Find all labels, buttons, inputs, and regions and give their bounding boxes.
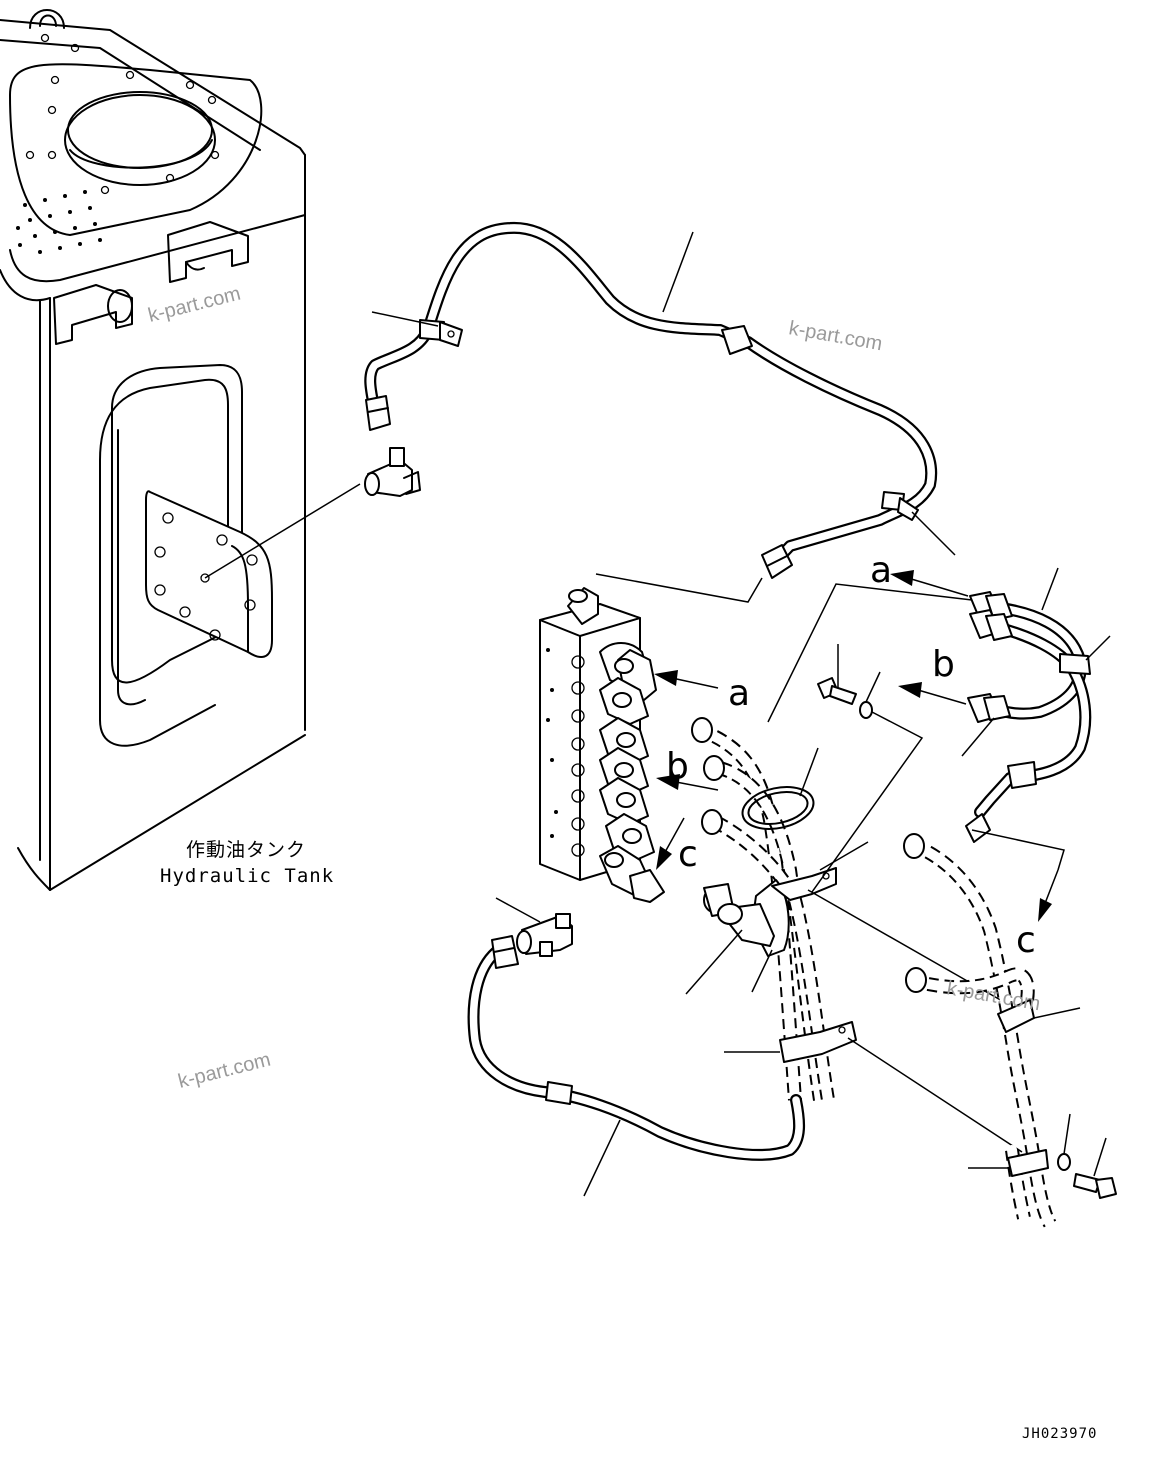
leader-right-clamp xyxy=(911,511,956,556)
bolt-washer-upper xyxy=(811,644,924,893)
leader-right-lower-hose xyxy=(961,717,995,757)
tank-label-japanese: 作動油タンク xyxy=(186,839,306,861)
callout-b-right: b xyxy=(932,644,955,685)
bundle-clamp-lower xyxy=(724,1021,1023,1153)
callout-b-left: b xyxy=(666,746,689,787)
leader-lower-hose xyxy=(583,1119,621,1197)
tank-mounting-bracket xyxy=(53,221,249,345)
tank-bolt-holes xyxy=(25,33,220,195)
callout-a-left: a xyxy=(728,673,750,714)
right-hose-assembly xyxy=(965,591,1092,843)
tank-vent-pattern xyxy=(16,190,102,254)
callout-c-left: c xyxy=(678,834,698,875)
tank-tee-fitting xyxy=(204,447,421,579)
leader-upper-clamp xyxy=(371,311,439,327)
leader-flange-clip-2 xyxy=(751,949,773,993)
drawing-code: JH023970 xyxy=(1022,1426,1097,1442)
flange-clip xyxy=(717,879,790,957)
lower-drain-hose xyxy=(467,935,806,1161)
leader-right-clamp-b xyxy=(1085,635,1111,661)
watermark-2: k-part.com xyxy=(787,317,884,355)
right-dashed-hose xyxy=(903,833,1057,1229)
bolt-washer-lower xyxy=(1057,1113,1117,1199)
connector-c-line xyxy=(971,829,1065,871)
direction-arrows xyxy=(654,570,1059,922)
leader-valve-to-hose xyxy=(595,573,763,603)
leader-o-ring xyxy=(799,747,819,797)
leader-right-hose xyxy=(1041,567,1059,611)
connector-a-line xyxy=(767,583,973,723)
o-ring xyxy=(741,786,815,830)
control-valve-block xyxy=(539,587,665,903)
leader-upper-hose xyxy=(662,231,694,313)
upper-return-hose xyxy=(364,221,938,579)
leader-right-clamp-c xyxy=(1033,1007,1081,1019)
watermark-1: k-part.com xyxy=(146,283,243,327)
valve-elbow-fittings xyxy=(599,642,665,903)
tank-label-english: Hydraulic Tank xyxy=(160,865,334,887)
lower-tee-fitting xyxy=(495,897,573,957)
tank-flange-plate xyxy=(145,490,273,658)
callout-a-right: a xyxy=(870,550,892,591)
callout-c-right: c xyxy=(1016,920,1036,961)
watermark-3: k-part.com xyxy=(176,1049,273,1093)
leader-flange-clip xyxy=(685,929,743,995)
hydraulic-tank xyxy=(0,9,306,891)
